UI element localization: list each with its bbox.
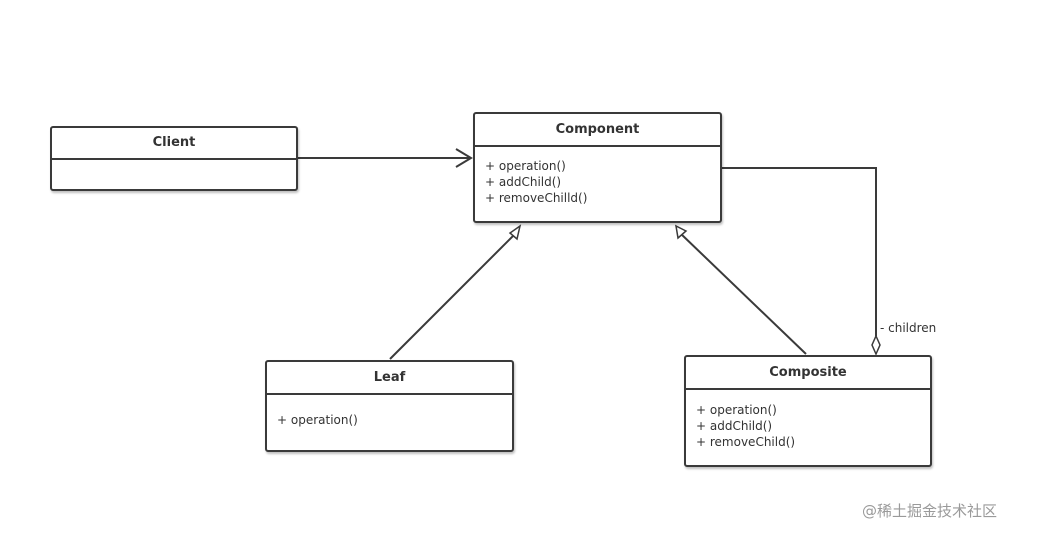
leaf-class-box: Leaf + operation() — [265, 360, 514, 452]
leaf-methods: + operation() — [267, 395, 512, 428]
watermark: @稀土掘金技术社区 — [862, 502, 998, 520]
client-class-box: Client — [50, 126, 298, 191]
method-entry: + operation() — [277, 413, 358, 427]
method-entry: + addChild() — [696, 419, 773, 433]
composite-generalization-line — [679, 232, 807, 355]
children-label: - children — [880, 321, 937, 335]
association-arrowhead — [455, 148, 473, 168]
leaf-generalization-line — [389, 231, 518, 360]
aggregation-diamond — [871, 334, 881, 356]
composite-generalization-arrowhead — [675, 224, 688, 240]
method-entry: + operation() — [485, 159, 566, 173]
component-class-box: Component + operation() + addChild() + r… — [473, 112, 722, 223]
client-class-name: Client — [52, 128, 296, 160]
component-methods: + operation() + addChild() + removeChill… — [475, 147, 720, 206]
leaf-class-name: Leaf — [267, 362, 512, 395]
component-class-name: Component — [475, 114, 720, 147]
composite-class-name: Composite — [686, 357, 930, 390]
composite-methods: + operation() + addChild() + removeChild… — [686, 390, 930, 450]
leaf-generalization-arrowhead — [508, 224, 522, 241]
method-entry: + removeChilld() — [485, 191, 588, 205]
method-entry: + addChild() — [485, 175, 562, 189]
composite-class-box: Composite + operation() + addChild() + r… — [684, 355, 932, 467]
method-entry: + removeChild() — [696, 435, 796, 449]
method-entry: + operation() — [696, 403, 777, 417]
children-aggregation-line — [722, 167, 877, 336]
